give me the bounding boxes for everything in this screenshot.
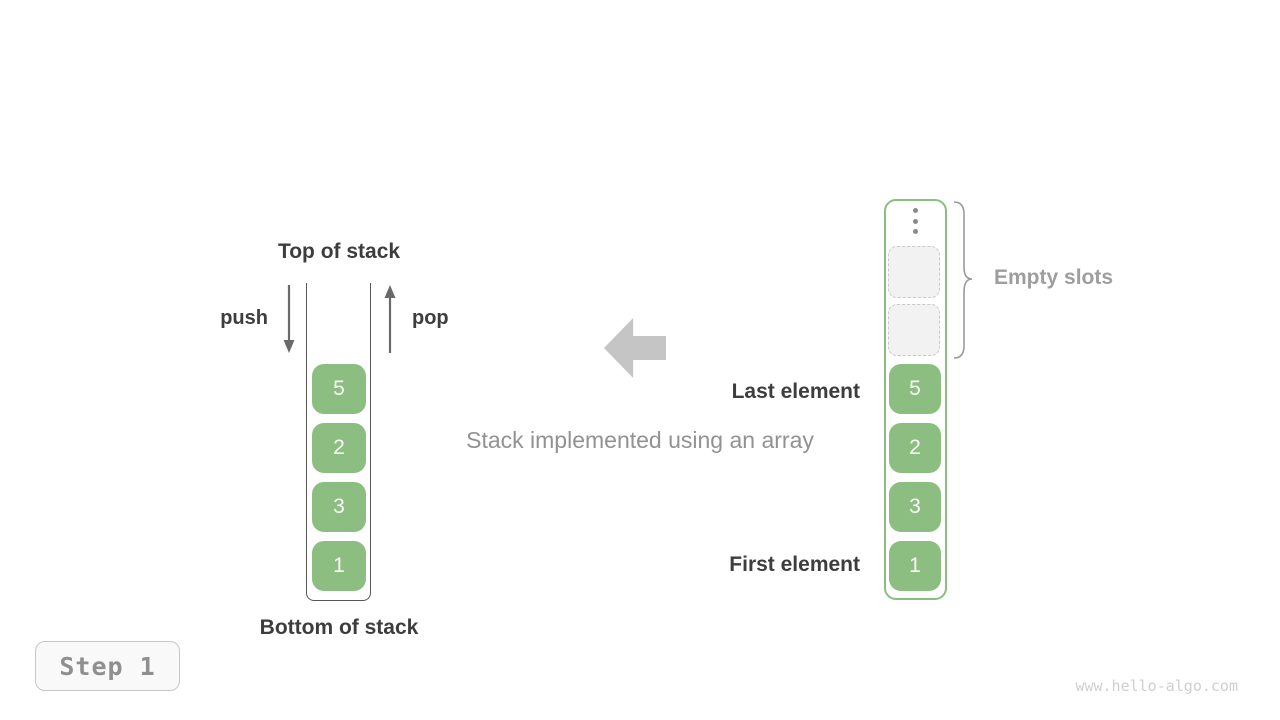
step-badge: Step 1: [35, 641, 180, 691]
bottom-of-stack-label: Bottom of stack: [259, 616, 419, 639]
stack-cell: 3: [312, 482, 366, 532]
array-cell: 1: [889, 541, 941, 591]
array-cell: 3: [889, 482, 941, 532]
array-cell: 2: [889, 423, 941, 473]
empty-slot: [888, 304, 940, 356]
array-cell: 5: [889, 364, 941, 414]
vertical-ellipsis-icon: [912, 208, 918, 234]
watermark-url: www.hello-algo.com: [1075, 677, 1238, 695]
first-element-label: First element: [729, 553, 860, 576]
push-label: push: [220, 307, 268, 329]
stack-cell: 2: [312, 423, 366, 473]
array-container: [884, 199, 947, 600]
last-element-label: Last element: [731, 380, 860, 403]
top-of-stack-label: Top of stack: [277, 240, 401, 263]
diagram-caption: Stack implemented using an array: [466, 427, 814, 453]
push-down-arrow-icon: [283, 285, 295, 353]
empty-slot: [888, 246, 940, 298]
pop-label: pop: [412, 307, 449, 329]
stack-container: [306, 283, 371, 601]
pop-up-arrow-icon: [384, 285, 396, 353]
left-block-arrow-icon: [604, 318, 666, 378]
curly-brace-icon: [953, 201, 973, 359]
stack-cell: 5: [312, 364, 366, 414]
empty-slots-label: Empty slots: [994, 266, 1114, 289]
stack-cell: 1: [312, 541, 366, 591]
